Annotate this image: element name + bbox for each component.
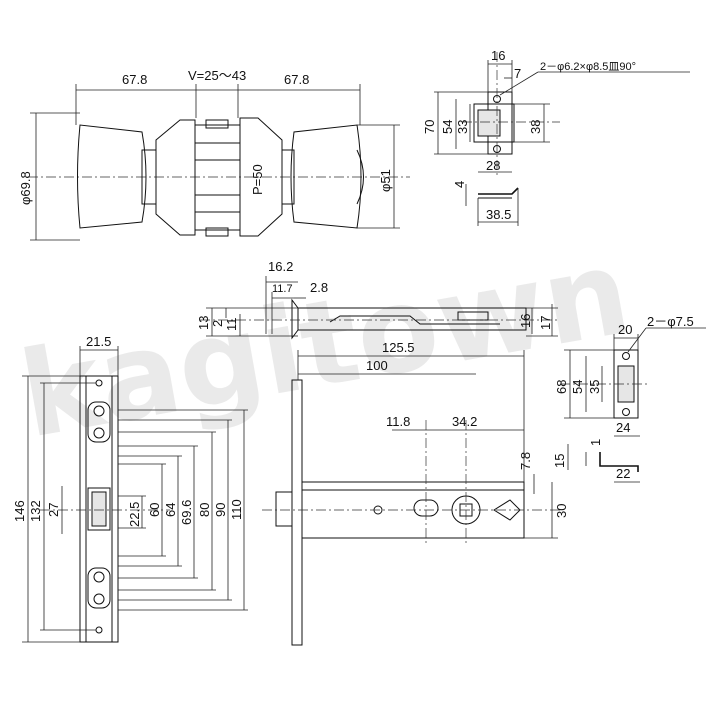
dim-strike-width: 16 — [491, 48, 505, 63]
dim-face-60: 60 — [147, 503, 162, 517]
dim-face-69-6: 69.6 — [179, 500, 194, 525]
strike-plate-view: 16 7 2－φ6.2×φ8.5皿90° 70 54 33 38 28 4 38… — [422, 48, 690, 226]
dim-body-11-8: 11.8 — [386, 414, 410, 429]
left-knob — [77, 124, 147, 229]
dim-body-125-5: 125.5 — [382, 340, 415, 355]
right-rose — [239, 117, 283, 237]
dim-strike-h70: 70 — [422, 120, 437, 134]
right-knob — [290, 124, 362, 229]
dim-face-27: 27 — [46, 503, 61, 517]
strike-profile — [478, 187, 519, 195]
dim-knob-right: 67.8 — [284, 72, 309, 87]
dim-body-7-8: 7.8 — [518, 452, 533, 470]
dim-strike-thick: 4 — [452, 181, 467, 188]
lock-top-view: 16.2 11.7 2.8 13 2 11 16 17 — [196, 259, 560, 340]
dim-strike2-15: 15 — [552, 454, 567, 468]
strike2-profile — [599, 452, 639, 472]
dim-knob-diameter: φ51 — [378, 169, 393, 192]
dim-top-11: 11 — [224, 318, 239, 332]
dim-rose-diameter: φ69.8 — [18, 171, 33, 205]
dim-body-100: 100 — [366, 358, 388, 373]
dim-strike2-24: 24 — [616, 420, 630, 435]
dim-face-110: 110 — [229, 499, 244, 520]
dim-strike2-68: 68 — [554, 380, 569, 394]
faceplate-view: 21.5 146 132 27 22.5 60 64 — [12, 334, 248, 643]
left-rose — [155, 119, 196, 236]
dim-strike-offset: 7 — [514, 66, 521, 81]
dim-strike-h54: 54 — [440, 120, 455, 134]
dim-top-16: 16 — [518, 314, 533, 328]
dim-knob-left: 67.8 — [122, 72, 147, 87]
dim-strike-w28: 28 — [486, 158, 500, 173]
dim-face-64: 64 — [163, 503, 178, 517]
dim-strike-depth: 38.5 — [486, 207, 511, 222]
dim-strike2-1: 1 — [588, 439, 603, 446]
dim-door-thickness: V=25～43 — [188, 68, 246, 83]
dim-strike2-35: 35 — [587, 380, 602, 394]
dim-body-30: 30 — [554, 504, 569, 518]
lock-body-view: 125.5 100 11.8 34.2 7.8 30 — [262, 340, 569, 646]
dim-pitch: P=50 — [250, 164, 265, 195]
dim-top-13: 13 — [196, 316, 211, 330]
dim-top-2-8: 2.8 — [310, 280, 328, 295]
dim-face-22-5: 22.5 — [127, 502, 142, 527]
strike-hole-note: 2－φ6.2×φ8.5皿90° — [540, 61, 636, 73]
strike-right-view: 20 2－φ7.5 68 54 35 24 15 1 22 — [552, 314, 706, 483]
dim-face-132: 132 — [28, 500, 43, 522]
dim-face-146: 146 — [12, 500, 27, 522]
knob-assembly-view: 67.8 V=25～43 67.8 φ69.8 φ51 P=50 — [18, 68, 410, 241]
dim-strike-h33: 33 — [455, 120, 470, 134]
dim-strike-h38: 38 — [528, 120, 543, 134]
dim-face-90: 90 — [213, 503, 228, 517]
dim-body-34-2: 34.2 — [452, 414, 477, 429]
dim-top-17: 17 — [538, 316, 553, 330]
dim-strike2-22: 22 — [616, 466, 630, 481]
dim-strike2-54: 54 — [570, 380, 585, 394]
dim-top-2: 2 — [210, 320, 225, 327]
dim-face-80: 80 — [197, 503, 212, 517]
strike2-hole-note: 2－φ7.5 — [647, 314, 694, 329]
dim-top-16-2: 16.2 — [268, 259, 293, 274]
dim-strike2-width: 20 — [618, 322, 632, 337]
dim-face-width: 21.5 — [86, 334, 111, 349]
dim-top-11-7: 11.7 — [272, 283, 293, 295]
